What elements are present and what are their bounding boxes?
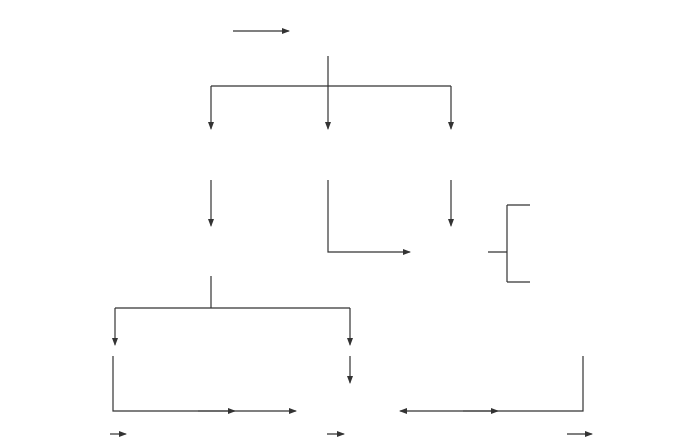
- connectors: [110, 28, 593, 437]
- arrow-crf-to-career-info: [399, 356, 584, 414]
- bottom-connectors: [112, 356, 584, 414]
- arrow-time-to-career-info: [112, 356, 297, 414]
- line-normalize-out: [488, 204, 530, 283]
- arrow-semi-to-normalize: [327, 180, 411, 255]
- line-split-down: [115, 276, 350, 309]
